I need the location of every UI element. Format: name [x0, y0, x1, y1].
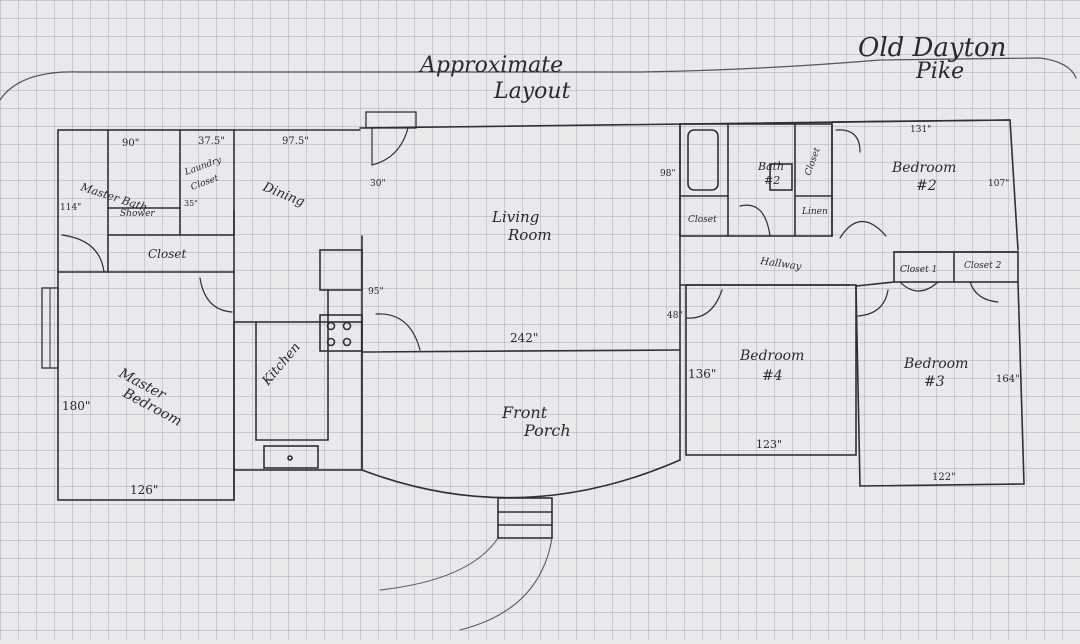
dim-35: 35" — [184, 199, 198, 208]
bed4-label-1: Bedroom — [739, 348, 804, 364]
dim-90: 90" — [122, 138, 139, 149]
living-label-2: Room — [507, 226, 552, 244]
bed3-top — [855, 281, 895, 287]
bath2-label-1: Bath — [757, 160, 784, 173]
burner — [342, 321, 352, 331]
bath2-label-2: #2 — [764, 174, 780, 187]
porch-label-1: Front — [501, 403, 548, 422]
door-swing — [61, 234, 105, 273]
walkway-left — [379, 537, 499, 591]
bed3-label-2: #3 — [924, 374, 945, 390]
entry-door-swing — [371, 127, 409, 166]
bed3-east — [1017, 281, 1025, 485]
bed2-label-1: Bedroom — [891, 160, 956, 176]
linen-label: Linen — [801, 207, 828, 217]
dim-95: 95" — [368, 287, 384, 297]
door-swing — [969, 281, 999, 303]
door-swing — [899, 281, 939, 292]
door-swing — [199, 277, 233, 313]
bed3-west — [855, 285, 861, 487]
stove — [319, 314, 363, 352]
closet-label: Closet — [148, 247, 187, 261]
dim-131: 131" — [910, 125, 931, 135]
kitchen-sink — [263, 445, 319, 469]
bed2-label-2: #2 — [916, 178, 937, 194]
dim-136: 136" — [688, 367, 716, 381]
dim-126: 126" — [130, 483, 158, 497]
porch-steps — [497, 497, 553, 539]
bathtub — [687, 129, 719, 191]
bed3-label-1: Bedroom — [903, 356, 968, 372]
dim-97-5: 97.5" — [282, 136, 309, 147]
burner — [326, 337, 336, 347]
dim-114: 114" — [60, 203, 81, 213]
door-swing — [375, 313, 421, 351]
dim-122: 122" — [932, 472, 956, 483]
title-line-1: Approximate — [418, 53, 563, 78]
bed2-east — [1009, 119, 1019, 251]
porch-label-2: Porch — [523, 421, 571, 440]
bed4-outline — [685, 284, 857, 456]
dim-30: 30" — [370, 179, 386, 189]
bed2-top — [831, 119, 1011, 123]
title-line-2: Layout — [493, 79, 571, 104]
bed3-south — [859, 483, 1025, 487]
dim-37-5: 37.5" — [198, 136, 225, 147]
street-name-line-1: Old Dayton — [858, 33, 1006, 63]
closets-row — [893, 251, 1019, 283]
bath-closet-label: Closet — [688, 215, 717, 225]
street-name-line-2: Pike — [915, 59, 964, 84]
door-swing — [739, 204, 771, 237]
burner — [326, 321, 336, 331]
drain — [287, 455, 293, 461]
dim-164: 164" — [996, 374, 1020, 385]
street-curve — [0, 57, 1077, 101]
door-swing — [857, 289, 889, 317]
door-swing — [685, 289, 723, 319]
toilet — [769, 163, 793, 191]
door-swing — [835, 129, 861, 153]
living-label-1: Living — [491, 208, 539, 226]
dim-98: 98" — [660, 169, 676, 179]
dim-180: 180" — [62, 399, 90, 413]
closet2-label: Closet 2 — [964, 261, 1002, 271]
living-porch-wall — [361, 349, 681, 353]
dim-48: 48" — [667, 311, 683, 321]
dim-123: 123" — [756, 438, 782, 451]
closet1-label: Closet 1 — [900, 265, 937, 275]
dim-107: 107" — [988, 179, 1009, 189]
door-swing — [839, 220, 887, 239]
dim-242: 242" — [510, 331, 538, 345]
bed4-label-2: #4 — [762, 368, 783, 384]
walkway-right — [459, 537, 553, 631]
entry-door-frame — [365, 111, 417, 129]
burner — [342, 337, 352, 347]
shower-label: Shower — [120, 209, 155, 219]
